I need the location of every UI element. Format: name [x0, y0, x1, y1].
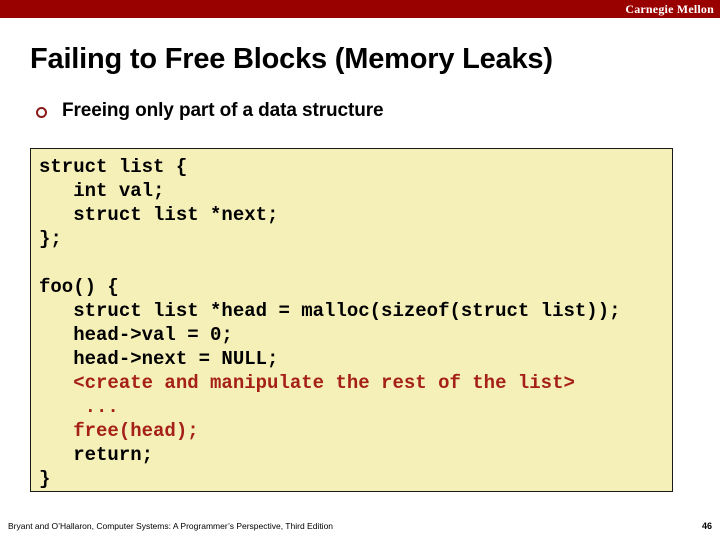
code-line: ... [39, 396, 119, 418]
code-line: foo() { [39, 276, 119, 298]
code-line: free(head); [39, 420, 199, 442]
code-line: head->val = 0; [39, 324, 233, 346]
code-line: struct list { [39, 156, 188, 178]
hollow-circle-icon [36, 106, 47, 118]
bullet-item-label: Freeing only part of a data structure [62, 100, 384, 121]
code-line: } [39, 468, 51, 490]
code-line: }; [39, 228, 62, 250]
brand-name: Carnegie Mellon [625, 2, 714, 16]
brand-bar: Carnegie Mellon [0, 0, 720, 18]
code-line: head->next = NULL; [39, 348, 279, 370]
bullet-item: Freeing only part of a data structure [36, 100, 384, 122]
code-block: struct list { int val; struct list *next… [30, 148, 673, 492]
page-title: Failing to Free Blocks (Memory Leaks) [30, 43, 553, 75]
code-line [39, 251, 672, 275]
code-line: struct list *next; [39, 204, 279, 226]
code-listing: struct list { int val; struct list *next… [39, 155, 672, 491]
code-line: struct list *head = malloc(sizeof(struct… [39, 300, 621, 322]
code-line: <create and manipulate the rest of the l… [39, 372, 575, 394]
page-number: 46 [701, 521, 712, 531]
code-line: return; [39, 444, 154, 466]
footer-citation: Bryant and O’Hallaron, Computer Systems:… [8, 521, 334, 531]
code-line: int val; [39, 180, 165, 202]
